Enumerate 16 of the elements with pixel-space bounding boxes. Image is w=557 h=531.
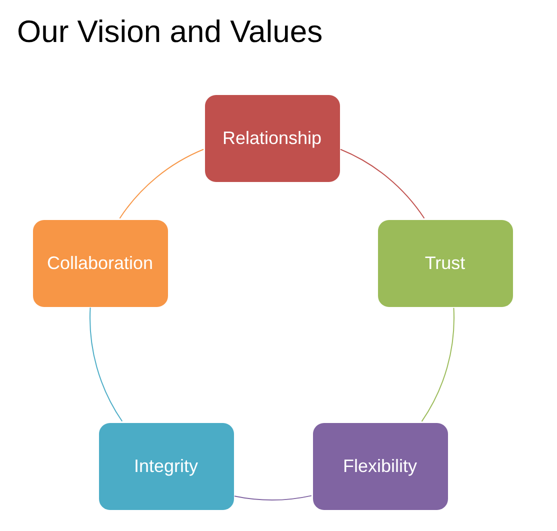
connector-arc bbox=[119, 148, 204, 219]
value-label: Integrity bbox=[134, 456, 198, 476]
connector-arc bbox=[340, 148, 425, 219]
value-box bbox=[32, 220, 168, 306]
value-box bbox=[312, 422, 448, 510]
value-label: Collaboration bbox=[46, 252, 154, 274]
value-box bbox=[98, 422, 234, 510]
title: Our Vision and Values bbox=[17, 14, 323, 50]
connector-arc bbox=[234, 495, 312, 500]
value-label: Relationship bbox=[222, 128, 322, 148]
connector-arc bbox=[421, 307, 454, 422]
value-label: Trust bbox=[424, 252, 466, 274]
value-box bbox=[204, 94, 340, 182]
value-label: Flexibility bbox=[342, 456, 417, 476]
connector-arc bbox=[90, 307, 123, 422]
value-box bbox=[378, 220, 512, 306]
